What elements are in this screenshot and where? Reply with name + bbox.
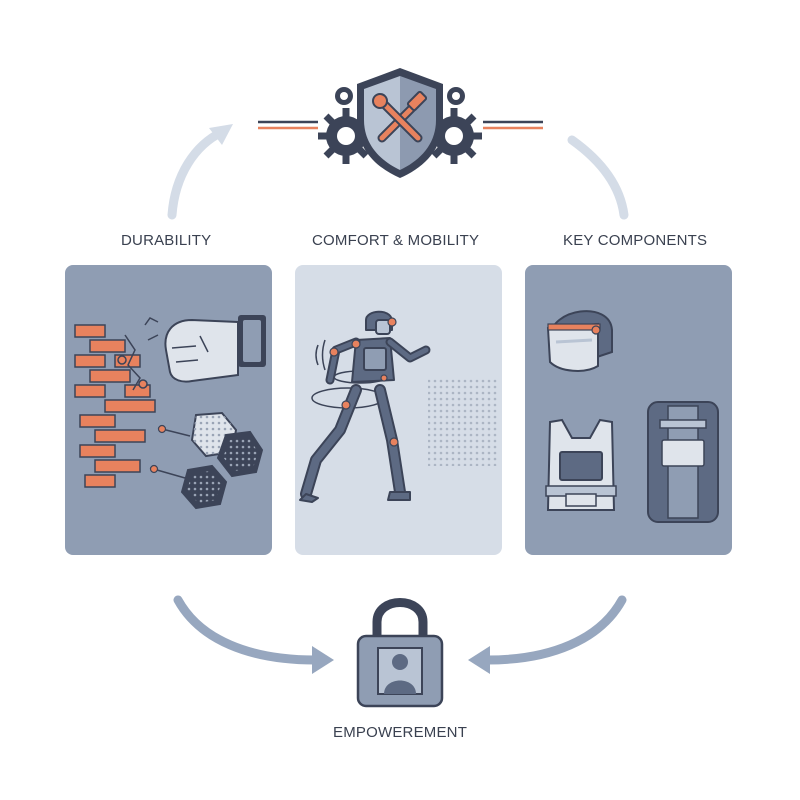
shield-tools-gears-icon <box>258 68 543 178</box>
durability-panel <box>65 265 272 555</box>
running-figure <box>299 310 431 503</box>
fist-icon <box>164 315 266 383</box>
padlock-person-icon <box>356 598 444 708</box>
armor-plates <box>149 411 264 510</box>
helmet-vest-shield-icon <box>545 310 719 523</box>
arrow-left-bottom-head <box>312 646 334 674</box>
vest-icon <box>545 418 617 511</box>
riot-shield-icon <box>647 401 719 523</box>
helmet-icon <box>546 310 613 372</box>
wrench-hammer-icon <box>372 90 428 143</box>
arrow-left-bottom <box>173 595 320 665</box>
armored-figure-running-icon <box>299 310 498 503</box>
brick-wall-fist-icon <box>74 315 266 510</box>
comfort-panel <box>295 265 502 555</box>
empowerement-label: EMPOWEREMENT <box>333 724 468 741</box>
arrow-left-up-head <box>209 124 233 145</box>
arrow-right-top <box>567 135 629 220</box>
durability-label: DURABILITY <box>121 232 212 249</box>
arrow-right-bottom-head <box>468 646 490 674</box>
flow-arrows <box>167 124 629 674</box>
comfort-mobility-label: COMFORT & MOBILITY <box>312 232 480 249</box>
key-components-label: KEY COMPONENTS <box>563 232 708 249</box>
arrow-right-bottom <box>483 595 627 665</box>
arrow-left-up <box>167 127 227 220</box>
